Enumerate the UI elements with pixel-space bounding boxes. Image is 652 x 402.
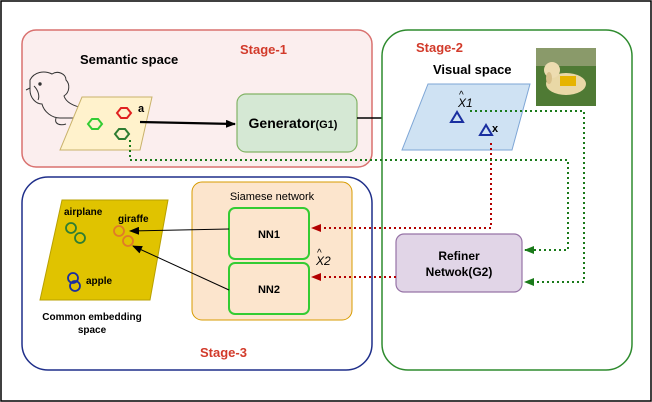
apple-point-2 xyxy=(69,280,81,292)
embedding-label-airplane: airplane xyxy=(64,207,103,218)
refiner-label-line1: Refiner xyxy=(438,249,480,263)
x-triangle xyxy=(478,123,494,136)
x-label: x xyxy=(492,123,499,135)
arrow-a-to-generator xyxy=(139,119,236,128)
dotted-x-to-nn1 xyxy=(311,143,492,232)
green-hexagon-1 xyxy=(86,118,104,130)
dotted-xhat1-to-refiner xyxy=(470,110,585,286)
refiner-box xyxy=(395,233,523,293)
airplane-point-2 xyxy=(74,232,86,244)
embedding-label-giraffe: giraffe xyxy=(118,214,149,225)
green-hexagon-2 xyxy=(113,128,131,140)
nn1-box xyxy=(228,207,310,260)
xhat2-label: X2 xyxy=(315,254,331,268)
nn2-label: NN2 xyxy=(258,284,280,296)
dog-sketch-icon xyxy=(25,71,107,126)
siamese-network-title: Siamese network xyxy=(230,191,315,203)
stage2-label: Stage-2 xyxy=(416,40,463,55)
generator-box xyxy=(236,93,358,153)
dog-photo-image xyxy=(536,48,596,106)
embedding-label-apple: apple xyxy=(86,276,113,287)
refiner-label-line2: Netwok(G2) xyxy=(426,265,493,279)
embedding-caption-line2: space xyxy=(78,325,107,336)
red-hexagon-a xyxy=(115,107,133,119)
visual-space-plane xyxy=(401,83,531,151)
nn1-label: NN1 xyxy=(258,229,280,241)
arrow-nn2-to-embedding xyxy=(132,245,230,291)
xhat1-label: X1 xyxy=(457,96,473,110)
giraffe-point-1 xyxy=(113,225,125,237)
nn2-box xyxy=(228,262,310,315)
embedding-caption-line1: Common embedding xyxy=(42,312,141,323)
xhat2-hat: ^ xyxy=(317,248,322,259)
xhat1-triangle xyxy=(449,110,465,123)
giraffe-point-2 xyxy=(122,235,134,247)
point-a-label: a xyxy=(138,103,145,115)
generator-label: Generator(G1) xyxy=(249,115,338,131)
apple-point-1 xyxy=(67,272,79,284)
airplane-point-1 xyxy=(65,222,77,234)
semantic-space-title: Semantic space xyxy=(80,52,178,67)
visual-space-title: Visual space xyxy=(433,62,512,77)
arrow-nn1-to-embedding xyxy=(129,226,230,235)
stage3-label: Stage-3 xyxy=(200,345,247,360)
stage1-label: Stage-1 xyxy=(240,42,287,57)
xhat1-hat: ^ xyxy=(459,90,464,101)
embedding-space-plane xyxy=(39,199,169,301)
